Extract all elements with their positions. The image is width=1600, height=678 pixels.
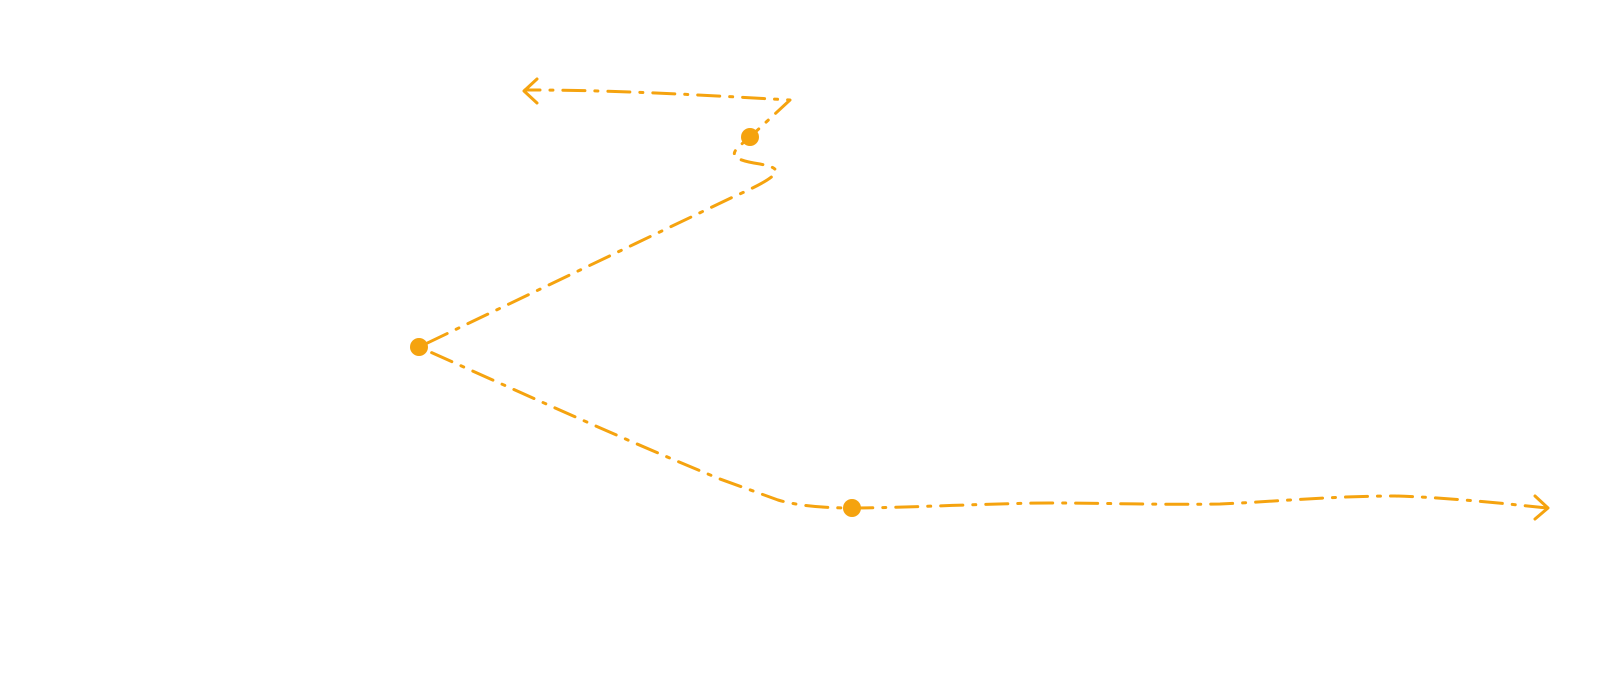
control-point[interactable] xyxy=(741,128,759,146)
control-point[interactable] xyxy=(410,338,428,356)
control-point[interactable] xyxy=(843,499,861,517)
start-arrow-icon xyxy=(522,77,539,105)
connector-path[interactable] xyxy=(417,88,1549,510)
connector[interactable] xyxy=(410,77,1550,521)
end-arrow-icon xyxy=(1533,494,1550,521)
